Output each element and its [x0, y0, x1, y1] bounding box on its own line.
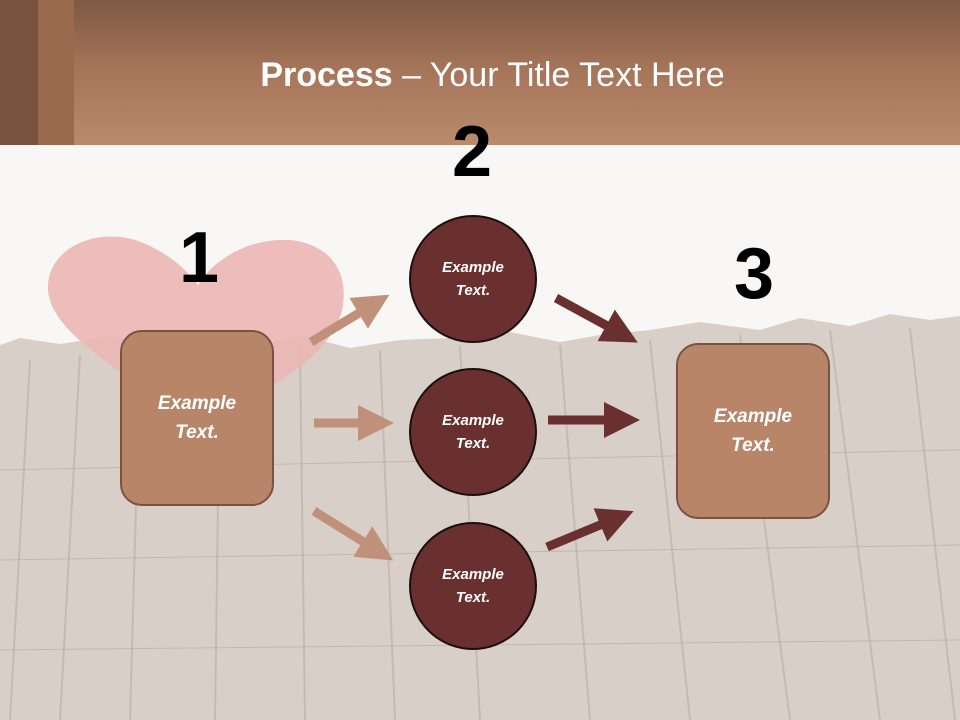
box-text-line: Example — [713, 406, 793, 427]
arrow-left-to-bottom — [311, 507, 394, 561]
circle-text-line: Example — [442, 259, 504, 276]
step-number-1: 1 — [178, 218, 220, 298]
step-1-box: Example Text. — [120, 330, 274, 506]
title-rest: – Your Title Text Here — [392, 56, 725, 94]
box-text-line: Text. — [731, 435, 775, 456]
box-text-line: Text. — [175, 422, 219, 443]
circle-text-line: Example — [442, 566, 504, 583]
step-2-circle-bottom: Example Text. — [409, 522, 537, 650]
header-accent-stripe — [0, 0, 38, 145]
arrow-bottom-to-right — [545, 508, 634, 552]
header-accent-stripe — [38, 0, 74, 145]
step-2-circle-top: Example Text. — [409, 215, 537, 343]
slide-title: Process – Your Title Text Here — [0, 52, 960, 98]
circle-text-line: Text. — [455, 589, 491, 606]
step-2-circle-middle: Example Text. — [409, 368, 537, 496]
box-text-line: Example — [157, 393, 237, 414]
title-bold: Process — [260, 56, 393, 94]
header-band — [0, 0, 960, 145]
circle-text-line: Text. — [455, 282, 491, 299]
step-number-2: 2 — [451, 112, 493, 192]
arrow-left-to-top — [308, 294, 390, 346]
circle-text-line: Example — [442, 412, 504, 429]
arrow-top-to-right — [553, 294, 638, 343]
step-number-3: 3 — [733, 234, 775, 314]
step-3-box: Example Text. — [676, 343, 830, 519]
circle-text-line: Text. — [455, 435, 491, 452]
